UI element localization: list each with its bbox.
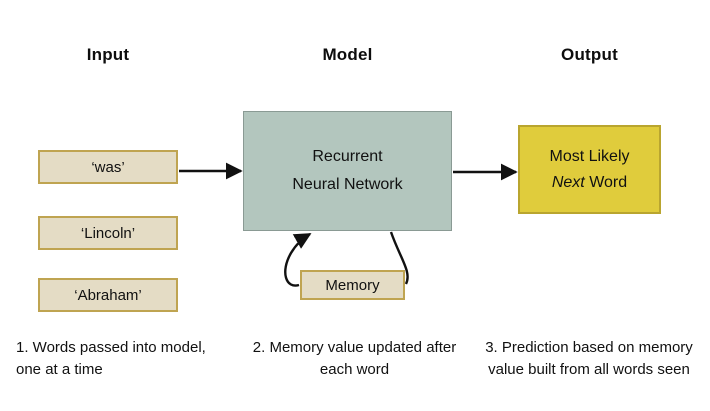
input-token-box-was: ‘was’: [38, 150, 178, 184]
input-token-box-lincoln: ‘Lincoln’: [38, 216, 178, 250]
output-label-line1: Most Likely: [549, 147, 630, 165]
output-box: Most Likely Next Word: [518, 125, 661, 214]
output-label-line2: Next Word: [552, 170, 627, 196]
output-label-word: Word: [584, 173, 628, 191]
memory-box: Memory: [300, 270, 405, 300]
caption-step-2: 2. Memory value updated after each word: [252, 339, 457, 378]
input-token-box-abraham: ‘Abraham’: [38, 278, 178, 312]
model-label-line2: Neural Network: [292, 176, 403, 193]
caption-step-1: 1. Words passed into model, one at a tim…: [16, 339, 206, 378]
column-heading-output: Output: [561, 45, 618, 64]
column-heading-input: Input: [86, 45, 130, 64]
column-heading-model: Model: [322, 45, 373, 64]
model-label-line1: Recurrent: [312, 148, 383, 165]
caption-step-3: 3. Prediction based on memory value buil…: [485, 339, 693, 378]
model-box: Recurrent Neural Network: [243, 111, 452, 231]
output-label-next: Next: [551, 173, 585, 191]
